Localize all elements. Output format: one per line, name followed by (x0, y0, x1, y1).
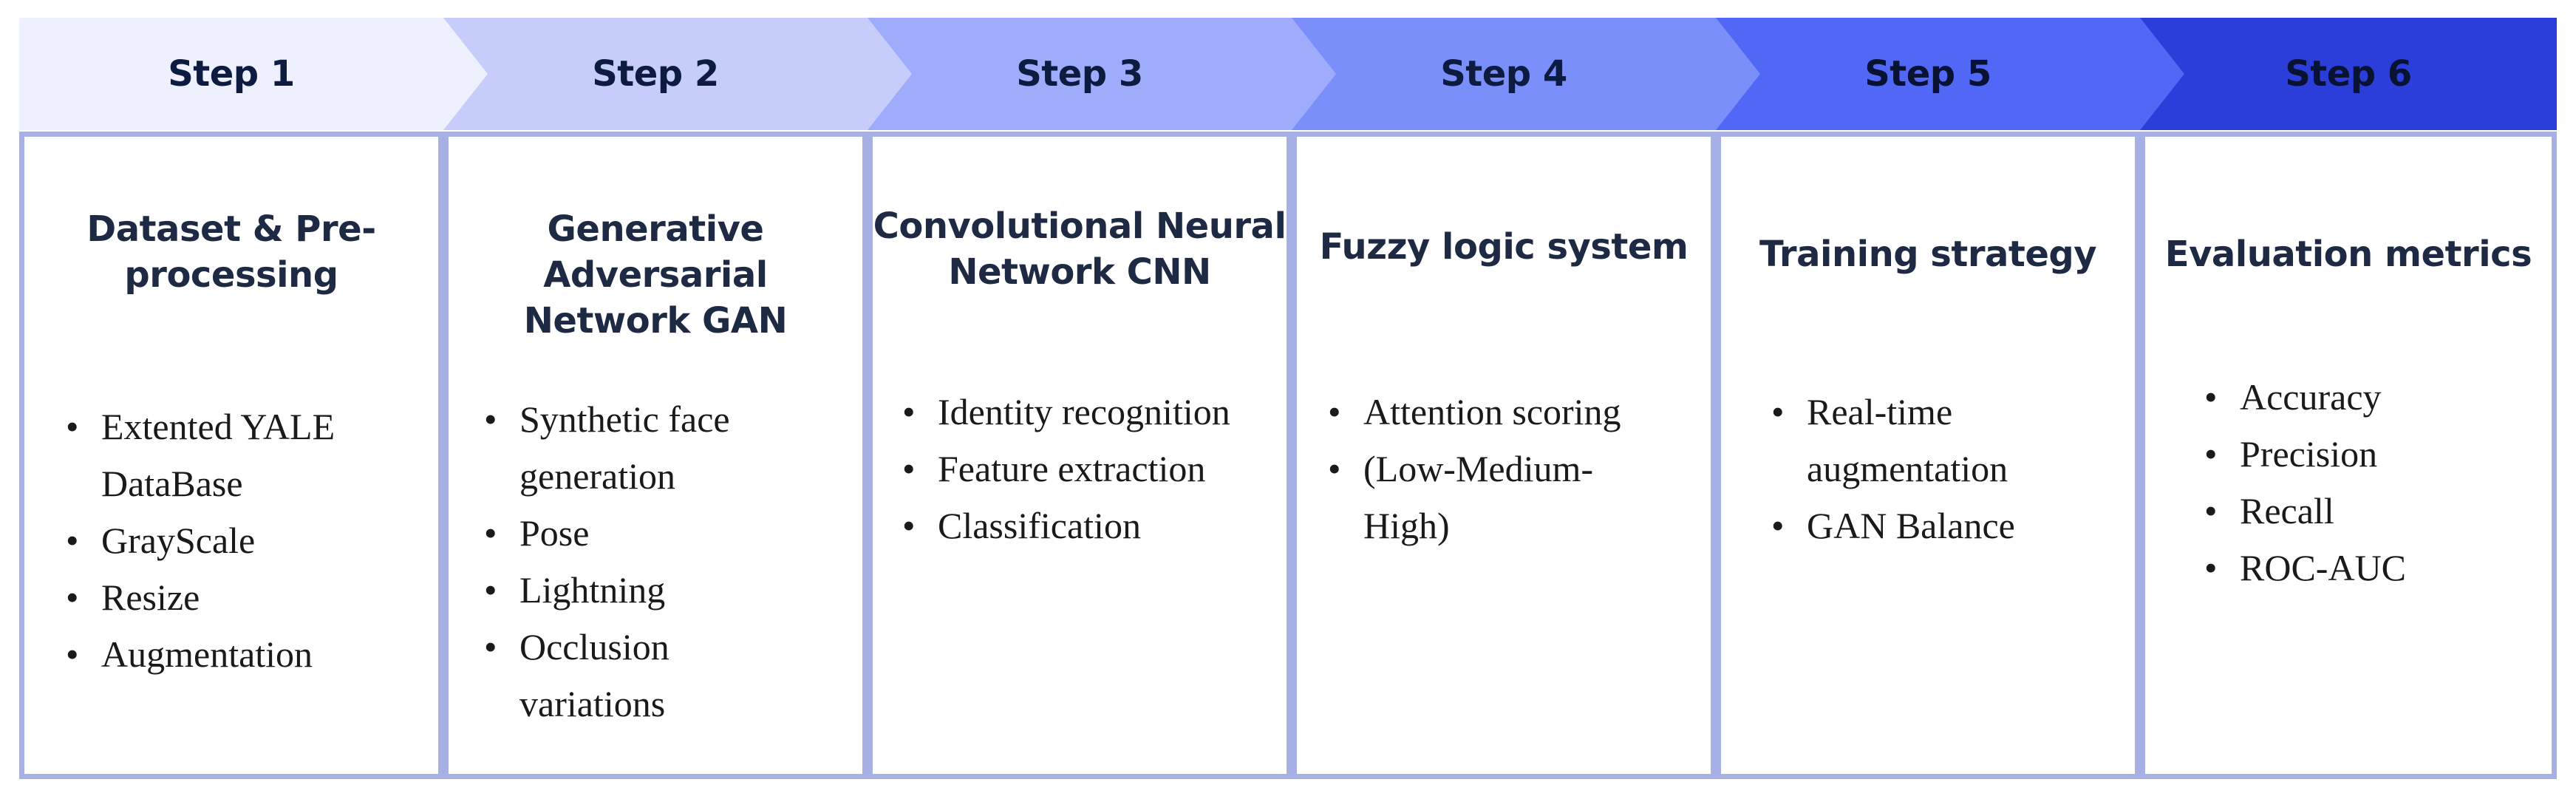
bullet-item: Real-time augmentation (1771, 384, 2015, 497)
bullet-item-line: Lightning (519, 569, 666, 611)
bullet-item-line: generation (519, 455, 676, 497)
step-bullet-list: Real-time augmentationGAN Balance (1771, 384, 2015, 554)
bullet-item: Occlusion variations (484, 619, 730, 733)
step-panel-6: Evaluation metricsAccuracyPrecisionRecal… (2140, 132, 2557, 779)
bullet-item: Feature extraction (902, 441, 1230, 497)
step-title-2: Step 2 (592, 53, 719, 95)
step-title-1: Step 1 (168, 53, 295, 95)
bullet-item: Precision (2204, 426, 2406, 483)
step-heading: Training strategy (1721, 231, 2135, 277)
bullet-item-line: variations (519, 683, 666, 724)
step-heading-line: Network CNN (948, 251, 1211, 293)
step-bullet-list: Identity recognitionFeature extractionCl… (902, 384, 1230, 554)
step-heading-line: Fuzzy logic system (1319, 226, 1689, 268)
step-arrow-2 (443, 18, 912, 130)
bullet-item: GrayScale (66, 512, 335, 569)
bullet-item: Attention scoring (1328, 384, 1621, 441)
bullet-item: ROC-AUC (2204, 540, 2406, 597)
bullet-item: Classification (902, 497, 1230, 554)
bullet-item-line: DataBase (101, 463, 243, 504)
step-heading: Fuzzy logic system (1297, 224, 1711, 270)
bullet-item: Recall (2204, 483, 2406, 540)
bullet-item: Identity recognition (902, 384, 1230, 441)
bullet-item: Pose (484, 505, 730, 562)
bullet-item-line: Classification (938, 505, 1141, 546)
step-arrow-3 (868, 18, 1336, 130)
bullet-item: Augmentation (66, 626, 335, 683)
bullet-item-line: Accuracy (2240, 376, 2382, 418)
step-panel-1: Dataset & Pre-processingExtented YALE Dat… (19, 132, 443, 779)
step-panel-4: Fuzzy logic systemAttention scoring (Low-… (1292, 132, 1716, 779)
step-title-5: Step 5 (1864, 53, 1991, 95)
step-heading-line: Training strategy (1759, 234, 2097, 275)
bullet-item: Accuracy (2204, 369, 2406, 426)
bullet-item-line: Resize (101, 577, 200, 618)
step-heading: Dataset & Pre-processing (24, 206, 438, 298)
step-heading-line: Network GAN (523, 300, 788, 341)
step-heading-line: Generative (547, 208, 764, 250)
step-title-4: Step 4 (1440, 53, 1567, 95)
step-heading-line: Evaluation metrics (2164, 234, 2532, 275)
step-heading: Evaluation metrics (2145, 231, 2552, 277)
step-arrow-1 (19, 18, 488, 130)
step-bullet-list: Synthetic face generationPoseLightningOcc… (484, 391, 730, 733)
bullet-item-line: Pose (519, 512, 590, 554)
bullet-item-line: Attention scoring (1363, 391, 1621, 432)
step-bullet-list: Extented YALE DataBaseGrayScaleResizeAugm… (66, 398, 335, 683)
step-panel-5: Training strategyReal-time augmentationGA… (1716, 132, 2140, 779)
step-heading-line: Dataset & Pre- (86, 208, 376, 250)
step-title-6: Step 6 (2285, 53, 2412, 95)
bullet-item-line: GAN Balance (1807, 505, 2015, 546)
step-bullet-list: AccuracyPrecisionRecallROC-AUC (2204, 369, 2406, 597)
bullet-item: Lightning (484, 562, 730, 619)
bullet-item: GAN Balance (1771, 497, 2015, 554)
step-heading-line: processing (124, 254, 338, 296)
bullet-item: Extented YALE DataBase (66, 398, 335, 512)
bullet-item-line: Augmentation (101, 633, 313, 675)
bullet-item-line: Synthetic face (519, 398, 730, 440)
bullet-item: Synthetic face generation (484, 391, 730, 505)
bullet-item-line: Occlusion (519, 626, 669, 667)
bullet-item-line: Feature extraction (938, 448, 1206, 489)
step-heading-line: Adversarial (543, 254, 768, 296)
bullet-item: (Low-Medium- High) (1328, 441, 1621, 554)
bullet-item-line: ROC-AUC (2240, 547, 2407, 588)
bullet-item-line: Identity recognition (938, 391, 1230, 432)
step-bullet-list: Attention scoring (Low-Medium- High) (1328, 384, 1621, 554)
bullet-item: Resize (66, 569, 335, 626)
bullet-item-line: augmentation (1807, 448, 2008, 489)
bullet-item-line: (Low-Medium- (1363, 448, 1594, 489)
step-arrow-6 (2140, 18, 2557, 130)
step-title-3: Step 3 (1016, 53, 1143, 95)
step-arrow-5 (1716, 18, 2184, 130)
bullet-item-line: Precision (2240, 433, 2378, 475)
bullet-item-line: High) (1363, 505, 1450, 546)
bullet-item-line: Extented YALE (101, 406, 335, 447)
step-arrow-4 (1292, 18, 1760, 130)
bullet-item-line: Recall (2240, 490, 2334, 531)
step-heading-line: Convolutional Neural (873, 205, 1287, 247)
bullet-item-line: Real-time (1807, 391, 1953, 432)
bullet-item-line: GrayScale (101, 520, 256, 561)
